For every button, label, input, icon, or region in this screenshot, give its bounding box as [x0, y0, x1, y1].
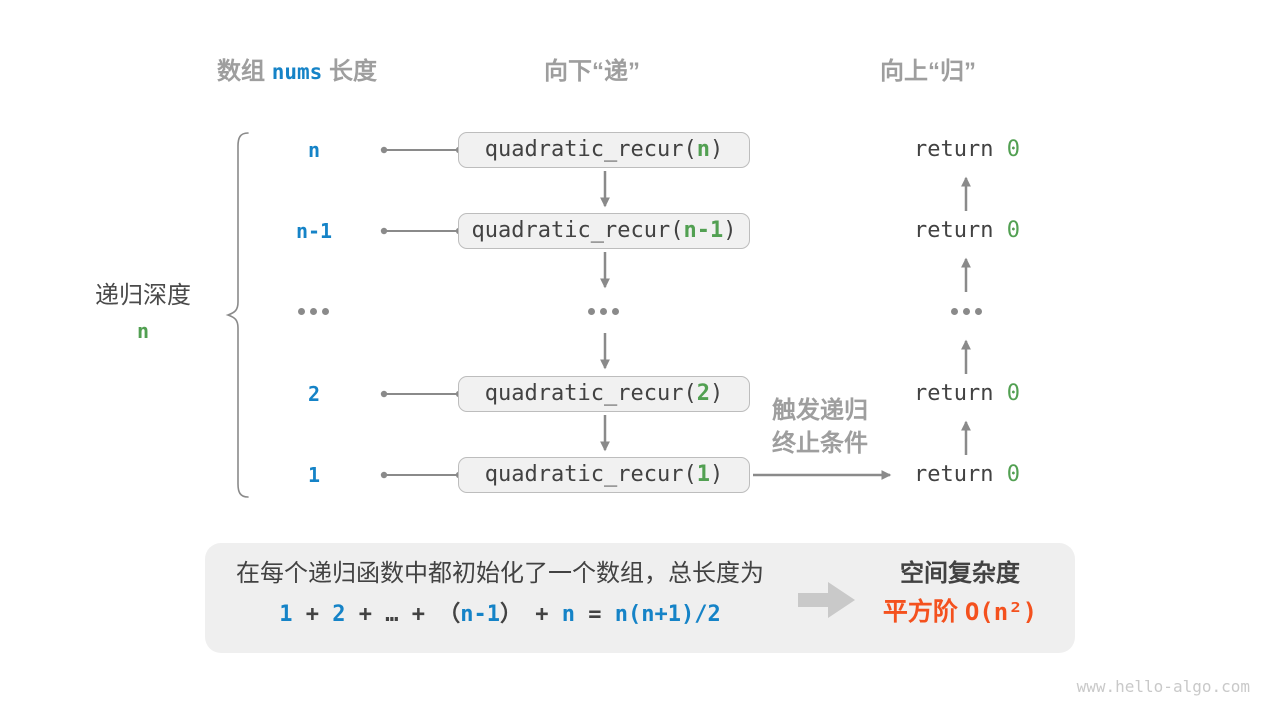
panel-description: 在每个递归函数中都初始化了一个数组，总长度为	[236, 560, 764, 587]
base-case-note: 触发递归 终止条件	[740, 394, 900, 460]
call-arg: 1	[696, 462, 710, 487]
depth-value: 2	[307, 382, 321, 406]
formula-part: …	[385, 602, 399, 627]
call-prefix: quadratic_recur(	[484, 462, 697, 487]
call-box: quadratic_recur(n-1)	[458, 213, 750, 249]
complexity-value: 平方阶 O(n²)	[845, 597, 1075, 627]
complexity-expr: O(n²)	[964, 598, 1038, 626]
dot	[298, 308, 305, 315]
return-statement: return 0	[887, 380, 1047, 408]
formula-part: （	[438, 602, 461, 627]
ellipsis-depth	[298, 308, 329, 315]
dot	[588, 308, 595, 315]
call-suffix: )	[709, 462, 724, 487]
call-prefix: quadratic_recur(	[484, 137, 697, 162]
return-value: 0	[1006, 381, 1020, 406]
formula-part: +	[292, 602, 333, 627]
formula-part: +	[398, 602, 439, 627]
call-arg: 2	[696, 381, 710, 406]
dot	[963, 308, 970, 315]
return-keyword: return	[914, 462, 1007, 487]
complexity-title: 空间复杂度	[900, 560, 1020, 587]
array-length-prefix: 数组	[217, 58, 272, 85]
call-suffix: )	[709, 381, 724, 406]
dot	[612, 308, 619, 315]
return-statement: return 0	[887, 217, 1047, 245]
formula-part: +	[522, 602, 562, 627]
return-keyword: return	[914, 218, 1007, 243]
ellipsis-returns	[951, 308, 982, 315]
return-value: 0	[1006, 462, 1020, 487]
return-keyword: return	[914, 137, 1007, 162]
array-var-name: nums	[271, 60, 323, 84]
base-case-note-line1: 触发递归	[772, 397, 868, 424]
formula-part: 1	[279, 602, 293, 627]
return-value: 0	[1006, 137, 1020, 162]
call-prefix: quadratic_recur(	[484, 381, 697, 406]
descend-header: 向下“递”	[544, 58, 640, 85]
formula-part: n-1	[460, 602, 501, 627]
watermark: www.hello-algo.com	[1076, 677, 1250, 696]
call-box: quadratic_recur(1)	[458, 457, 750, 493]
call-box: quadratic_recur(2)	[458, 376, 750, 412]
return-value: 0	[1006, 218, 1020, 243]
call-suffix: )	[723, 218, 737, 243]
call-arg: n-1	[683, 218, 724, 243]
depth-value: 1	[307, 463, 321, 487]
return-keyword: return	[914, 381, 1007, 406]
return-statement: return 0	[887, 461, 1047, 489]
formula-part: n(n+1)/2	[614, 602, 721, 627]
depth-brace	[225, 132, 249, 498]
call-suffix: )	[709, 137, 724, 162]
dot	[600, 308, 607, 315]
call-arg: n	[696, 137, 710, 162]
panel-formula: 1 + 2 + … + （n-1） + n = n(n+1)/2	[215, 601, 785, 629]
formula-part: +	[345, 602, 386, 627]
return-statement: return 0	[887, 136, 1047, 164]
ascend-header: 向上“归”	[880, 58, 976, 85]
right-block-arrow-icon	[798, 582, 855, 618]
call-prefix: quadratic_recur(	[471, 218, 684, 243]
depth-value: n	[307, 138, 321, 162]
array-length-header: 数组 nums 长度	[157, 58, 437, 86]
dot	[322, 308, 329, 315]
dot	[310, 308, 317, 315]
formula-part: n	[561, 602, 576, 627]
dot	[951, 308, 958, 315]
call-box: quadratic_recur(n)	[458, 132, 750, 168]
summary-panel: 在每个递归函数中都初始化了一个数组，总长度为 1 + 2 + … + （n-1）…	[205, 543, 1075, 653]
depth-value: n-1	[295, 219, 333, 243]
formula-part: ）	[500, 602, 523, 627]
row-connector-lines	[380, 146, 463, 479]
depth-label-title: 递归深度	[95, 282, 191, 309]
complexity-class: 平方阶	[882, 598, 958, 626]
base-case-note-line2: 终止条件	[772, 430, 868, 457]
ellipsis-calls	[588, 308, 619, 315]
array-length-suffix: 长度	[322, 58, 377, 85]
depth-label-value: n	[136, 319, 150, 343]
formula-part: =	[575, 602, 615, 627]
dot	[975, 308, 982, 315]
formula-part: 2	[332, 602, 346, 627]
